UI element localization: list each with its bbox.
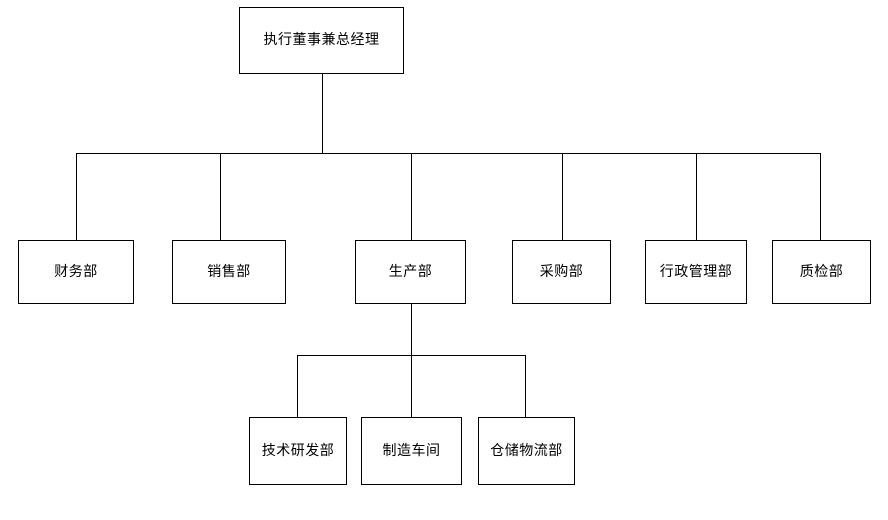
org-node-production-unit-1-label: 制造车间 bbox=[382, 442, 441, 459]
org-node-department-0-label: 财务部 bbox=[54, 263, 98, 280]
org-node-department-0[interactable]: 财务部 bbox=[18, 240, 134, 304]
connector-drop-department-1 bbox=[220, 153, 221, 240]
org-node-root[interactable]: 执行董事兼总经理 bbox=[239, 7, 404, 74]
org-node-department-1[interactable]: 销售部 bbox=[172, 240, 286, 304]
connector-drop-department-3 bbox=[562, 153, 563, 240]
connector-root-stem bbox=[322, 74, 323, 153]
org-node-production-unit-2[interactable]: 仓储物流部 bbox=[478, 417, 575, 485]
connector-main-bus bbox=[76, 153, 820, 154]
org-node-department-4[interactable]: 行政管理部 bbox=[645, 240, 747, 304]
org-node-department-4-label: 行政管理部 bbox=[659, 263, 733, 280]
connector-drop-department-0 bbox=[76, 153, 77, 240]
org-node-root-label: 执行董事兼总经理 bbox=[263, 32, 380, 49]
org-node-department-5-label: 质检部 bbox=[799, 263, 844, 280]
connector-drop-production-unit-1 bbox=[411, 355, 412, 417]
org-node-department-3-label: 采购部 bbox=[539, 263, 584, 280]
org-node-department-1-label: 销售部 bbox=[207, 263, 251, 280]
connector-drop-department-5 bbox=[820, 153, 821, 240]
connector-production-stem bbox=[411, 304, 412, 355]
org-node-production-unit-1[interactable]: 制造车间 bbox=[361, 417, 462, 485]
org-node-department-2[interactable]: 生产部 bbox=[355, 240, 466, 304]
connector-drop-department-2 bbox=[411, 153, 412, 240]
connector-drop-production-unit-2 bbox=[525, 355, 526, 417]
connector-drop-production-unit-0 bbox=[297, 355, 298, 417]
org-node-production-unit-0[interactable]: 技术研发部 bbox=[249, 417, 347, 485]
org-node-department-5[interactable]: 质检部 bbox=[772, 240, 871, 304]
org-node-department-3[interactable]: 采购部 bbox=[512, 240, 611, 304]
org-node-department-2-label: 生产部 bbox=[388, 263, 433, 280]
org-node-production-unit-2-label: 仓储物流部 bbox=[490, 442, 563, 459]
org-node-production-unit-0-label: 技术研发部 bbox=[261, 442, 335, 459]
connector-drop-department-4 bbox=[696, 153, 697, 240]
